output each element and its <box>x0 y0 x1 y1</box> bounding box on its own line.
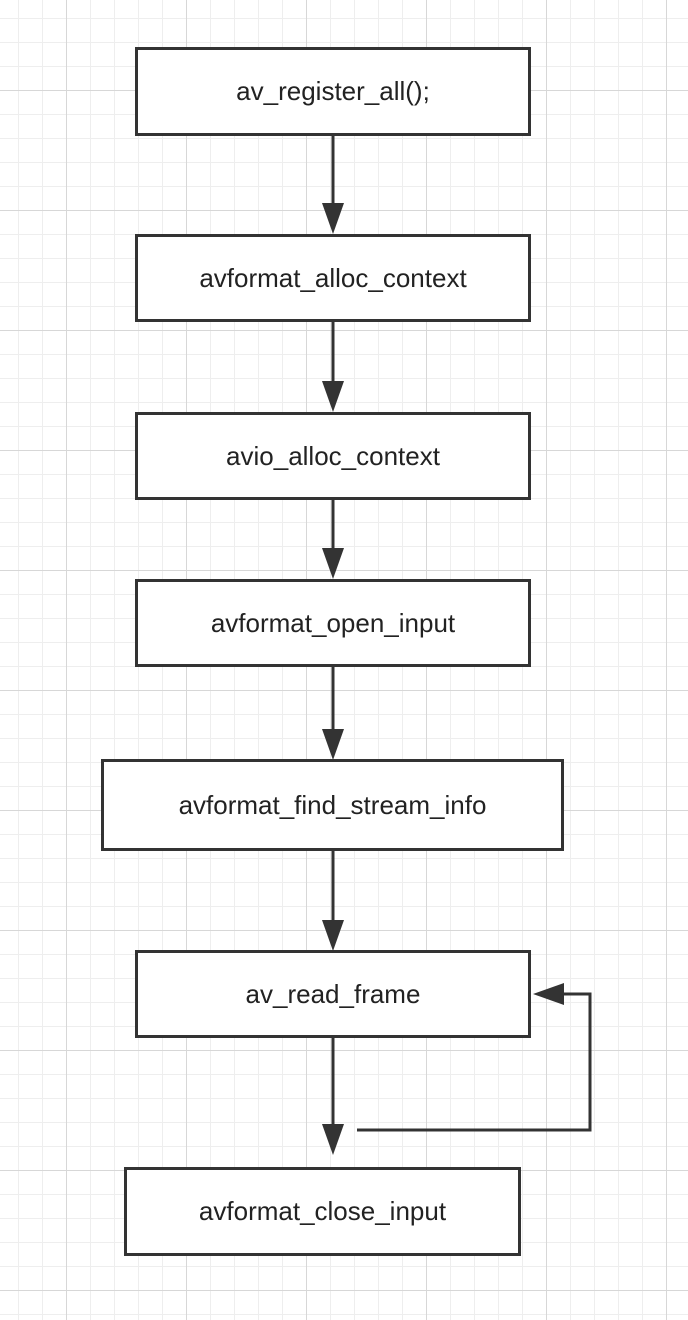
node-label: avformat_open_input <box>210 607 456 638</box>
node-label: avformat_alloc_context <box>199 262 467 293</box>
node-label: avformat_find_stream_info <box>178 789 487 820</box>
arrowhead-alloc-format <box>322 203 344 234</box>
node-avformat-open-input[interactable]: avformat_open_input <box>135 579 531 667</box>
node-label: av_read_frame <box>245 978 421 1009</box>
node-avformat-find-stream-info[interactable]: avformat_find_stream_info <box>101 759 564 851</box>
arrowhead-read-frame <box>322 920 344 951</box>
node-label: av_register_all(); <box>236 76 430 106</box>
node-av-register-all[interactable]: av_register_all(); <box>135 47 531 136</box>
arrowhead-loop-read-frame <box>533 983 564 1005</box>
node-avformat-alloc-context[interactable]: avformat_alloc_context <box>135 234 531 322</box>
arrowhead-alloc-io <box>322 381 344 412</box>
arrowhead-open-input <box>322 548 344 579</box>
node-avio-alloc-context[interactable]: avio_alloc_context <box>135 412 531 500</box>
node-avformat-close-input[interactable]: avformat_close_input <box>124 1167 521 1256</box>
arrowhead-close-input <box>322 1124 344 1155</box>
node-av-read-frame[interactable]: av_read_frame <box>135 950 531 1038</box>
loop-edge-read-frame <box>357 992 592 1132</box>
node-label: avio_alloc_context <box>226 440 440 471</box>
node-label: avformat_close_input <box>198 1196 447 1226</box>
arrowhead-find-stream <box>322 729 344 760</box>
